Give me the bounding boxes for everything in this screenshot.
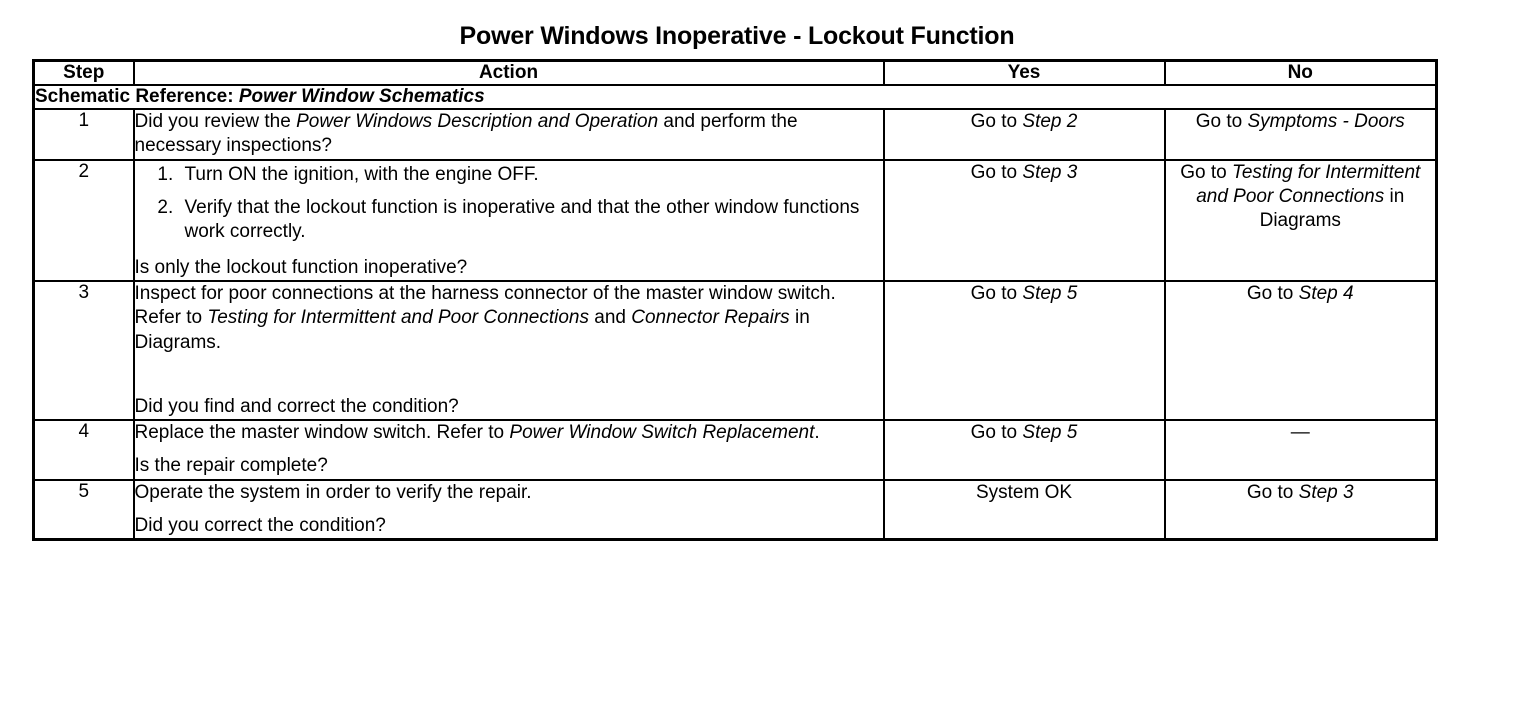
spacer — [135, 355, 883, 395]
yes-reference: Step 5 — [1022, 282, 1078, 304]
step-number: 3 — [32, 279, 135, 422]
action-paragraph: Inspect for poor connections at the harn… — [135, 282, 883, 355]
action-question: Is only the lockout function inoperative… — [134, 256, 468, 278]
no-text: Go to — [1246, 282, 1299, 304]
table-row: 2 Turn ON the ignition, with the engine … — [32, 158, 1438, 282]
action-text-cont: and perform the necessary inspections? — [134, 111, 798, 157]
action-text: Replace the master window switch. Refer … — [134, 422, 510, 444]
step-yes-cell: Go to Step 2 — [882, 108, 1166, 161]
yes-text: System OK — [975, 481, 1073, 503]
step-action-cell: Inspect for poor connections at the harn… — [132, 279, 885, 422]
action-paragraph: Replace the master window switch. Refer … — [135, 421, 883, 445]
step-number: 1 — [32, 108, 135, 161]
step-yes-cell: Go to Step 5 — [882, 279, 1166, 422]
yes-text: Go to — [970, 422, 1023, 444]
yes-text: Go to — [970, 111, 1023, 132]
action-reference: Testing for Intermittent and Poor Connec… — [207, 307, 589, 329]
schematic-reference-value: Power Window Schematics — [238, 86, 485, 107]
column-header-no: No — [1163, 59, 1438, 86]
table-row: 3 Inspect for poor connections at the ha… — [32, 279, 1438, 422]
step-no-cell: Go to Symptoms - Doors — [1163, 108, 1438, 161]
step-no-cell: Go to Step 3 — [1163, 478, 1438, 541]
table-row: 4 Replace the master window switch. Refe… — [32, 419, 1438, 481]
action-substep-list: Turn ON the ignition, with the engine OF… — [135, 163, 883, 245]
no-text: Go to — [1180, 161, 1232, 183]
step-yes-cell: Go to Step 5 — [882, 419, 1166, 481]
action-text-cont: and — [589, 307, 632, 329]
step-action-cell: Operate the system in order to verify th… — [132, 478, 885, 541]
step-no-cell: Go to Testing for Intermittent and Poor … — [1163, 158, 1438, 282]
list-item: Verify that the lockout function is inop… — [179, 196, 883, 245]
schematic-reference-label: Schematic Reference: — [35, 86, 234, 107]
schematic-reference-cell: Schematic Reference: Power Window Schema… — [32, 84, 1438, 110]
page-title: Power Windows Inoperative - Lockout Func… — [459, 22, 1015, 50]
action-reference-2: Connector Repairs — [631, 307, 790, 329]
step-no-cell: — — [1163, 419, 1438, 481]
diagnostic-table: Step Action Yes No Schematic Reference: … — [32, 59, 1438, 542]
no-text: Go to — [1246, 481, 1299, 503]
action-question: Did you correct the condition? — [134, 515, 386, 537]
column-header-action: Action — [132, 59, 885, 86]
yes-reference: Step 5 — [1022, 422, 1078, 444]
action-text: Did you review the — [134, 111, 297, 132]
column-header-yes: Yes — [882, 59, 1166, 86]
step-yes-cell: Go to Step 3 — [882, 158, 1166, 282]
no-reference: Step 4 — [1298, 282, 1354, 304]
no-text-cont: in Diagrams — [1259, 185, 1405, 232]
step-yes-cell: System OK — [882, 478, 1166, 541]
no-reference: Step 3 — [1298, 481, 1354, 503]
action-reference: Power Window Switch Replacement — [509, 422, 815, 444]
no-reference: Symptoms - Doors — [1247, 111, 1405, 132]
yes-reference: Step 3 — [1022, 161, 1078, 183]
action-text-cont: . — [814, 422, 820, 444]
step-number: 4 — [32, 419, 135, 481]
no-reference: Testing for Intermittent and Poor Connec… — [1196, 161, 1421, 207]
yes-text: Go to — [970, 161, 1023, 183]
no-text: Go to — [1195, 111, 1248, 132]
list-item: Turn ON the ignition, with the engine OF… — [179, 163, 883, 187]
action-question: Did you find and correct the condition? — [134, 395, 459, 417]
action-question: Is the repair complete? — [134, 455, 328, 477]
yes-reference: Step 2 — [1022, 111, 1078, 132]
step-number: 5 — [32, 478, 135, 541]
action-text: Inspect for poor connections at the harn… — [134, 282, 836, 329]
column-header-step: Step — [32, 59, 135, 86]
action-reference: Power Windows Description and Operation — [296, 111, 659, 132]
step-action-cell: Did you review the Power Windows Descrip… — [132, 108, 885, 161]
yes-text: Go to — [970, 282, 1023, 304]
step-action-cell: Turn ON the ignition, with the engine OF… — [132, 158, 885, 282]
table-row: 5 Operate the system in order to verify … — [32, 478, 1438, 541]
step-number: 2 — [32, 158, 135, 282]
table-header-row: Step Action Yes No — [32, 59, 1438, 86]
schematic-reference-row: Schematic Reference: Power Window Schema… — [32, 84, 1438, 110]
diagnostic-table-container: Step Action Yes No Schematic Reference: … — [32, 59, 1438, 542]
table-row: 1 Did you review the Power Windows Descr… — [32, 108, 1438, 161]
no-text: — — [1290, 422, 1310, 444]
action-text-end: in Diagrams. — [134, 307, 810, 353]
step-action-cell: Replace the master window switch. Refer … — [132, 419, 885, 481]
step-no-cell: Go to Step 4 — [1163, 279, 1438, 422]
action-paragraph: Operate the system in order to verify th… — [134, 481, 532, 503]
